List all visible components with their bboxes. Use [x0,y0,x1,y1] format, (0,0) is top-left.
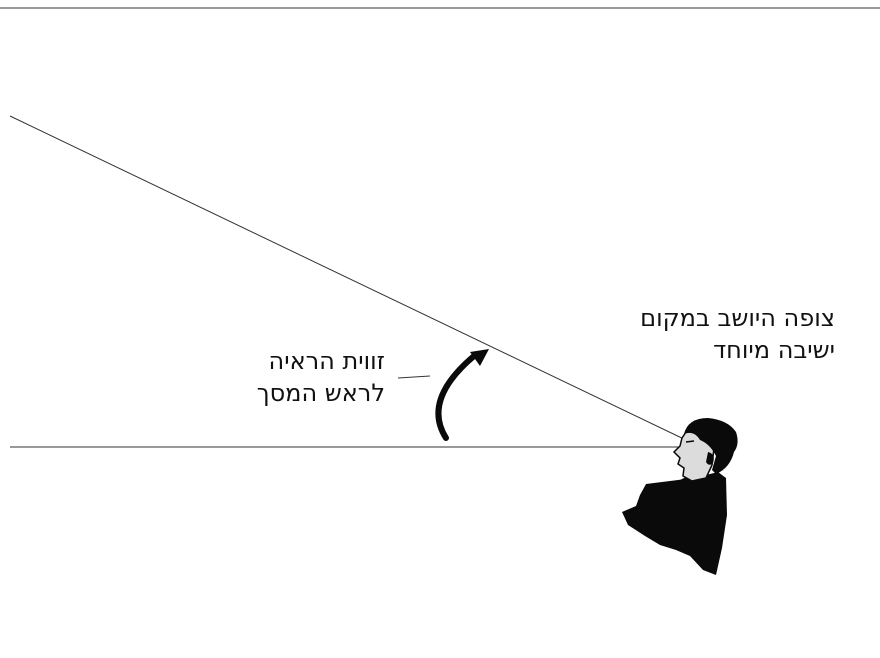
curved-angle-arrow-icon [435,349,489,441]
viewing-angle-label-line1: זווית הראיה [268,347,385,375]
viewer-label-line1: צופה היושב במקום [640,304,835,332]
sight-line-to-screen-top [9,115,689,442]
viewer-label-line2: ישיבה מיוחד [713,336,835,364]
seated-viewer-silhouette-icon [622,418,738,575]
angle-leader-line [397,375,431,379]
viewer-label: צופה היושב במקום ישיבה מיוחד [640,302,835,366]
viewing-angle-label-line2: לראש המסך [256,379,385,407]
viewing-angle-label: זווית הראיה לראש המסך [257,345,385,409]
